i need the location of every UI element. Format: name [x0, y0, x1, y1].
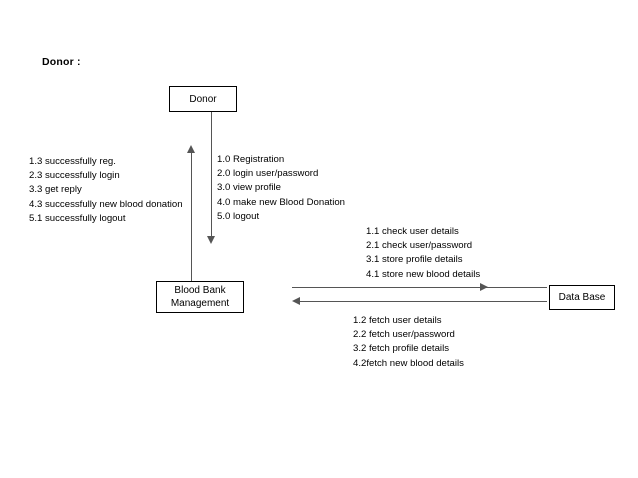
message-list-database-responses: 1.2 fetch user details 2.2 fetch user/pa… — [353, 315, 464, 369]
node-database-label: Data Base — [558, 292, 606, 303]
node-database[interactable]: Data Base — [549, 285, 615, 310]
message-list-donor-responses: 1.3 successfully reg. 2.3 successfully l… — [29, 156, 183, 224]
arrow-line-from-database — [295, 301, 547, 302]
message-list-donor-requests: 1.0 Registration 2.0 login user/password… — [217, 154, 345, 222]
arrow-line-downward — [211, 112, 212, 242]
arrowhead-right-icon — [480, 283, 488, 291]
arrowhead-down-icon — [207, 236, 215, 244]
node-donor-label: Donor — [189, 93, 217, 105]
node-donor[interactable]: Donor — [169, 86, 237, 112]
message-list-database-requests: 1.1 check user details 2.1 check user/pa… — [366, 226, 481, 280]
arrow-line-to-database — [292, 287, 547, 288]
node-blood-bank-management[interactable]: Blood Bank Management — [156, 281, 244, 313]
arrow-line-upward — [191, 152, 192, 281]
diagram-title: Donor : — [42, 56, 81, 68]
node-blood-bank-management-label-line2: Management — [170, 298, 230, 309]
arrowhead-left-icon — [292, 297, 300, 305]
arrowhead-up-icon — [187, 145, 195, 153]
node-blood-bank-management-label-line1: Blood Bank — [174, 285, 226, 296]
